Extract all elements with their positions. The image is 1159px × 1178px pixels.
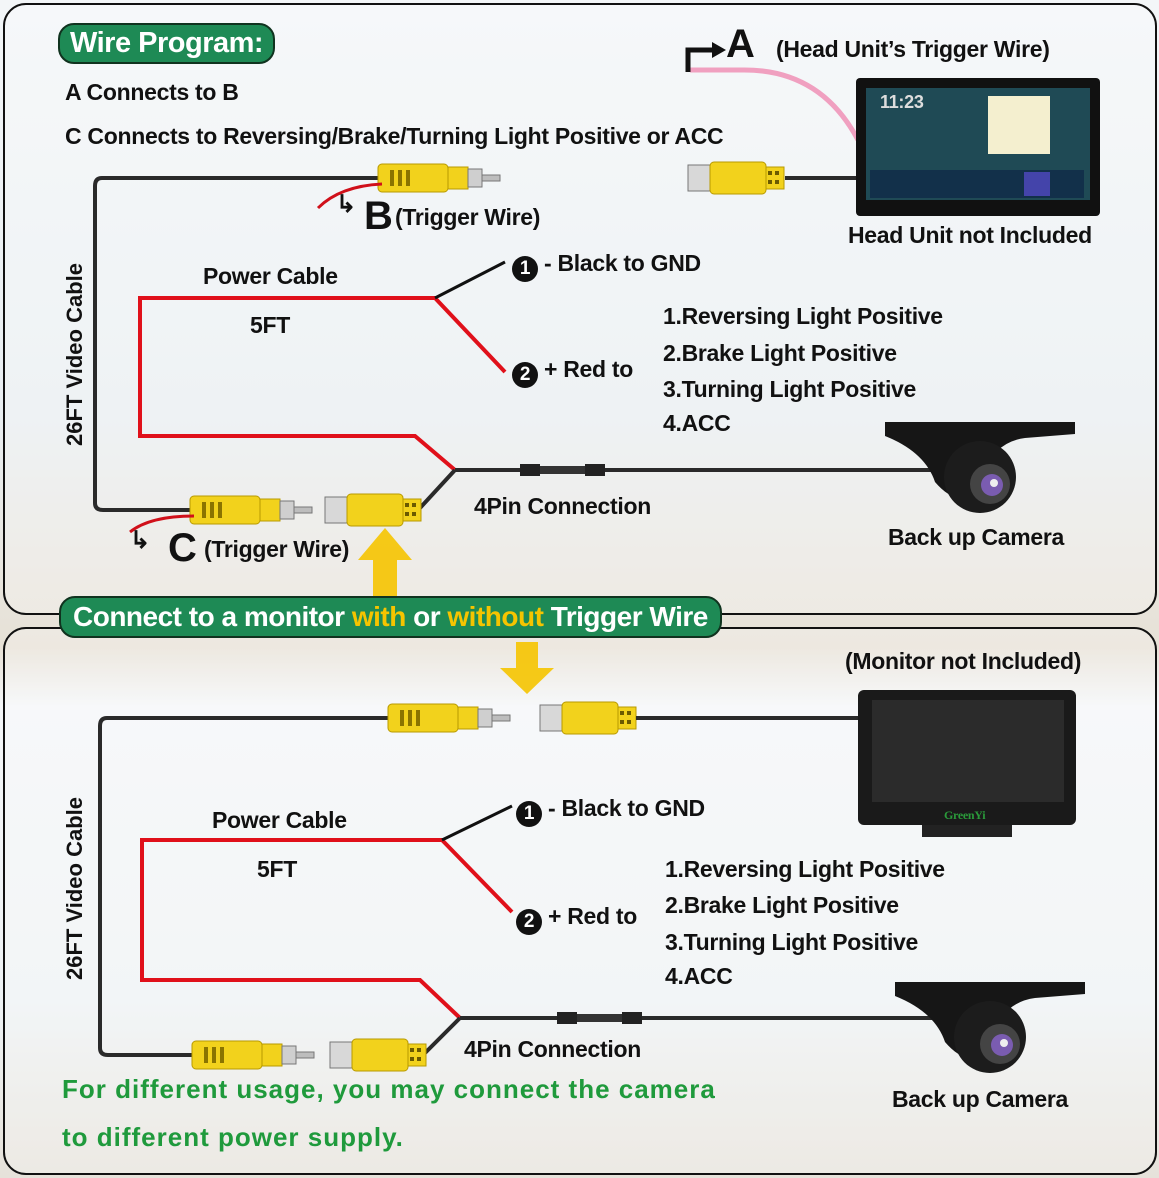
rca-female-connector <box>324 493 422 527</box>
arrow-down-icon <box>500 642 554 694</box>
monitor-brand-logo: GreenYi <box>944 808 986 822</box>
power-cable-red <box>138 296 507 472</box>
trigger-wire-b <box>316 182 383 210</box>
head-unit-trigger-wire-a <box>690 67 861 142</box>
option-4: 4.ACC <box>665 963 733 989</box>
option-3: 3.Turning Light Positive <box>665 929 919 955</box>
video-cable-bottom <box>98 716 390 1057</box>
camera-label: Back up Camera <box>892 1086 1069 1112</box>
4pin-label: 4Pin Connection <box>464 1036 641 1062</box>
rca-female-connector <box>687 161 785 195</box>
ground-wire-black <box>441 804 513 842</box>
instruction-line-2: C Connects to Reversing/Brake/Turning Li… <box>65 123 724 149</box>
monitor-banner: Connect to a monitor with or without Tri… <box>59 596 722 638</box>
4pin-label: 4Pin Connection <box>474 493 651 519</box>
number-2-icon: 2 <box>512 362 538 388</box>
number-2-icon: 2 <box>516 909 542 935</box>
arrow-a-icon <box>685 47 715 72</box>
camera-label: Back up Camera <box>888 524 1065 550</box>
option-1: 1.Reversing Light Positive <box>665 856 945 882</box>
option-2: 2.Brake Light Positive <box>665 892 899 918</box>
option-3: 3.Turning Light Positive <box>663 376 917 402</box>
option-2: 2.Brake Light Positive <box>663 340 897 366</box>
ground-wire-black <box>434 260 506 300</box>
length-label: 5FT <box>250 312 290 338</box>
wire-program-badge: Wire Program: <box>58 23 276 64</box>
video-cable-label: 26FT Video Cable <box>62 797 87 980</box>
head-unit-time: 11:23 <box>880 92 924 112</box>
option-4: 4.ACC <box>663 410 731 436</box>
label-b: B <box>364 194 393 238</box>
video-cable-top <box>93 176 380 512</box>
rca-female-connector <box>539 701 637 735</box>
power-cable-red <box>140 838 514 1020</box>
camera-cable <box>423 1016 955 1055</box>
label-a: A <box>726 22 755 66</box>
head-unit-image <box>856 78 1100 216</box>
black-gnd-label: 1- Black to GND <box>516 795 705 827</box>
rca-female-connector <box>329 1038 427 1072</box>
black-gnd-label: 1- Black to GND <box>512 250 701 282</box>
label-b-desc: (Trigger Wire) <box>395 204 541 230</box>
red-label: 2+ Red to <box>516 903 637 935</box>
label-a-desc: (Head Unit’s Trigger Wire) <box>776 36 1050 62</box>
usage-note-line-1: For different usage, you may connect the… <box>62 1074 716 1104</box>
trigger-wire-c <box>129 514 195 534</box>
label-c: C <box>168 526 197 570</box>
arrow-c-icon: ↳ <box>130 527 150 554</box>
usage-note-line-2: to different power supply. <box>62 1122 404 1152</box>
power-cable-label: Power Cable <box>203 263 338 289</box>
instruction-line-1: A Connects to B <box>65 79 239 105</box>
arrow-b-icon: ↳ <box>336 191 356 218</box>
red-label: 2+ Red to <box>512 356 633 388</box>
number-1-icon: 1 <box>516 801 542 827</box>
arrow-up-icon <box>358 528 412 600</box>
monitor-note: (Monitor not Included) <box>845 648 1082 674</box>
monitor-image <box>858 690 1076 837</box>
number-1-icon: 1 <box>512 256 538 282</box>
option-1: 1.Reversing Light Positive <box>663 303 943 329</box>
video-cable-label: 26FT Video Cable <box>62 263 87 446</box>
label-c-desc: (Trigger Wire) <box>204 536 350 562</box>
length-label: 5FT <box>257 856 297 882</box>
head-unit-note: Head Unit not Included <box>848 222 1092 248</box>
power-cable-label: Power Cable <box>212 807 347 833</box>
